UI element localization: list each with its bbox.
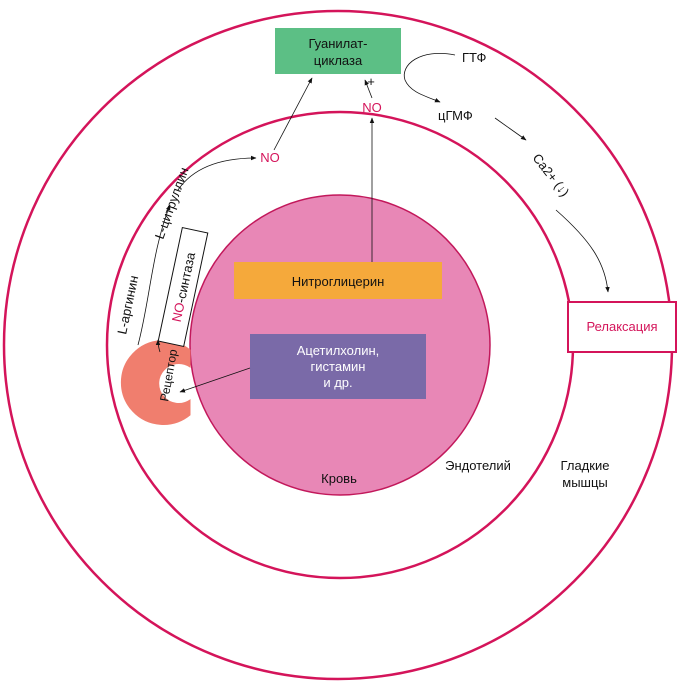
no-left-label: NO	[260, 150, 280, 165]
endothelium-label: Эндотелий	[445, 458, 511, 473]
smooth-muscle-label-2: мышцы	[562, 475, 608, 490]
nitroglycerin-box	[234, 262, 442, 299]
guanylate-cyclase-box	[275, 28, 401, 74]
relaxation-label: Релаксация	[586, 319, 657, 334]
no-top-label: NO	[362, 100, 382, 115]
arrow-receptor-to-synthase	[155, 339, 161, 353]
cgmp-label: цГМФ	[438, 108, 473, 123]
arrow-cyclase-gtp-cycle	[403, 53, 456, 103]
receptor-shape	[121, 340, 190, 425]
acetylcholine-label-2: гистамин	[311, 359, 366, 374]
smooth-muscle-label-1: Гладкие	[561, 458, 610, 473]
guanylate-cyclase-label-1: Гуанилат-	[308, 36, 367, 51]
arrow-acetylcholine-to-receptor	[179, 367, 251, 393]
receptor-binding-site	[120, 340, 191, 425]
arrow-calcium-to-relaxation	[555, 209, 610, 293]
relaxation-box	[567, 301, 677, 353]
acetylcholine-label-1: Ацетилхолин,	[297, 343, 380, 358]
calcium-label: Ca2+ (↓)	[530, 151, 573, 200]
no-synthase-prefix: NO	[169, 301, 188, 323]
blood-label: Кровь	[321, 471, 357, 486]
guanylate-cyclase-label-2: циклаза	[314, 53, 363, 68]
arrow-citrulline-to-no	[177, 155, 257, 191]
arrow-cgmp-to-calcium	[494, 117, 527, 141]
acetylcholine-box	[250, 334, 426, 399]
arrow-arginine-flow	[137, 204, 171, 346]
no-synthase-box	[157, 226, 209, 348]
no-synthase-group: NO-синтаза	[157, 226, 209, 348]
l-arginine-label: L-аргинин	[114, 274, 141, 335]
acetylcholine-label-3: и др.	[323, 375, 352, 390]
gtp-label: ГТФ	[462, 50, 487, 65]
arrow-no-left-to-cyclase	[273, 77, 313, 151]
arrow-no-to-cyclase	[364, 79, 373, 99]
plus-sign: +	[367, 74, 375, 89]
nitroglycerin-label: Нитроглицерин	[292, 274, 385, 289]
